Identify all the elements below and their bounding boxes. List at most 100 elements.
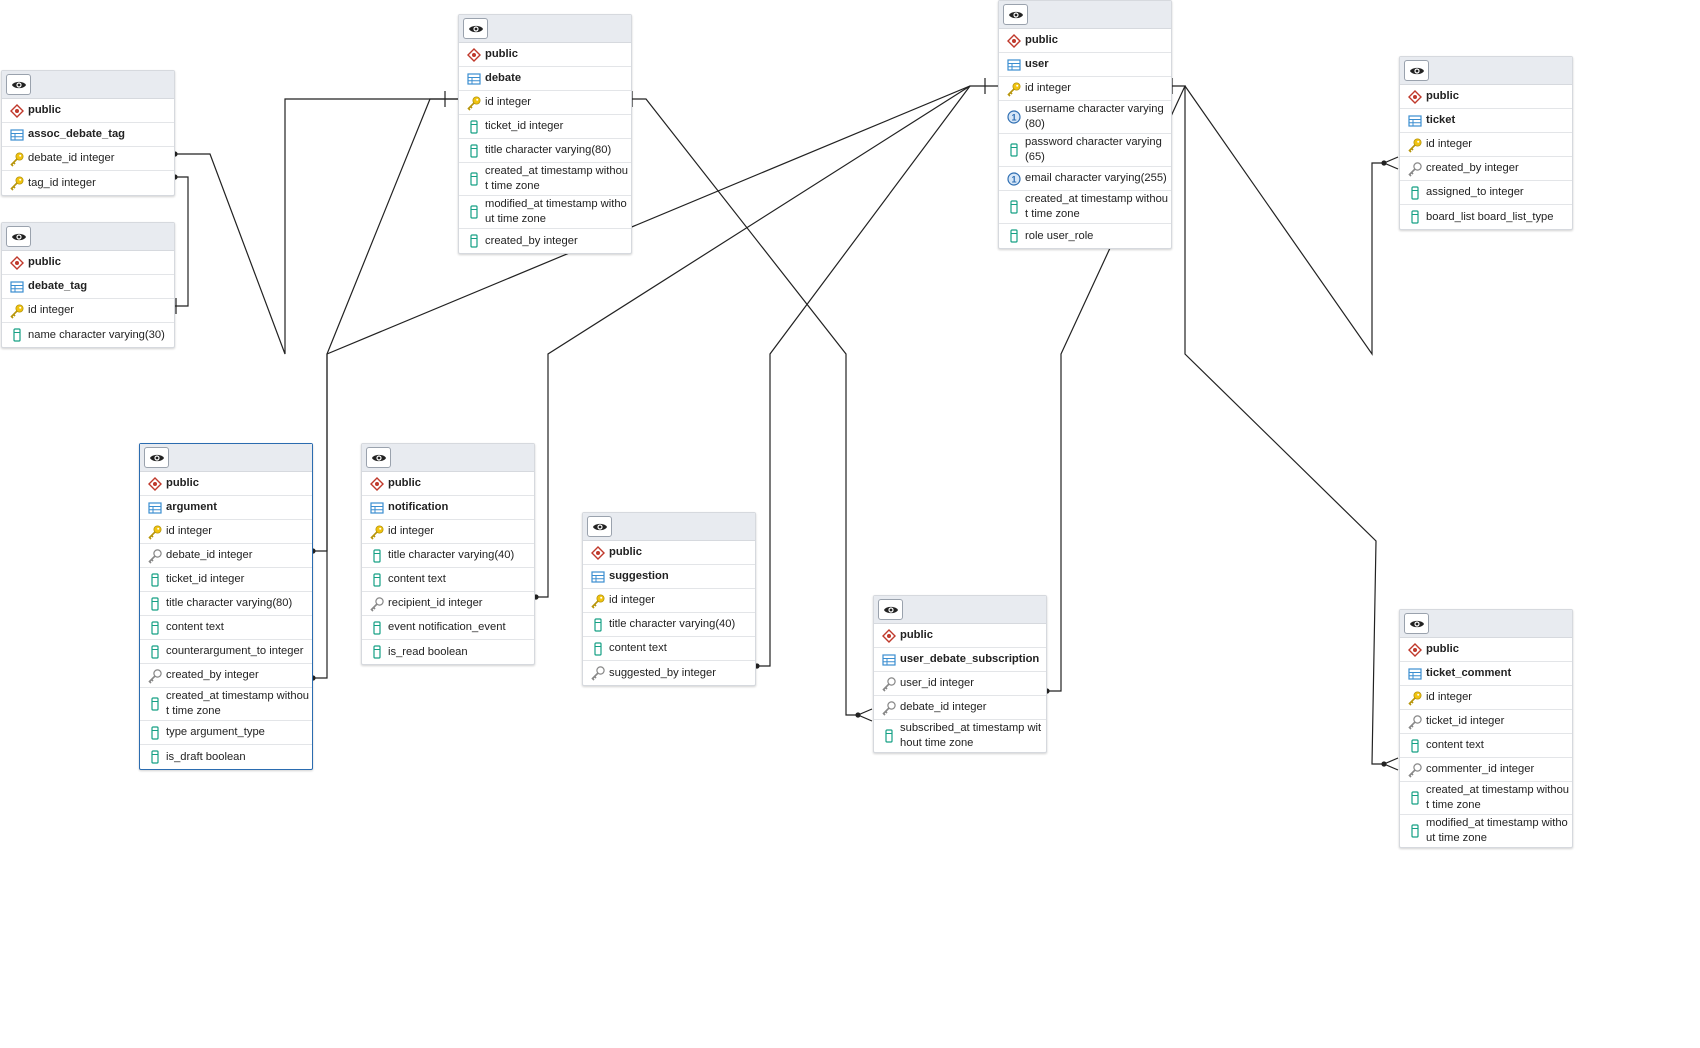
table-name-row[interactable]: notification bbox=[362, 496, 534, 520]
column-row[interactable]: created_by integer bbox=[459, 229, 631, 253]
column-row[interactable]: user_id integer bbox=[874, 672, 1046, 696]
column-row[interactable]: event notification_event bbox=[362, 616, 534, 640]
eye-icon[interactable] bbox=[6, 74, 31, 95]
column-icon bbox=[147, 620, 163, 636]
column-row[interactable]: content text bbox=[583, 637, 755, 661]
table-header bbox=[999, 1, 1171, 29]
column-row[interactable]: role user_role bbox=[999, 224, 1171, 248]
eye-icon[interactable] bbox=[1003, 4, 1028, 25]
column-row[interactable]: id integer bbox=[999, 77, 1171, 101]
column-row[interactable]: board_list board_list_type bbox=[1400, 205, 1572, 229]
column-row-label: is_read boolean bbox=[388, 645, 468, 658]
column-row[interactable]: title character varying(40) bbox=[583, 613, 755, 637]
column-row[interactable]: commenter_id integer bbox=[1400, 758, 1572, 782]
column-row[interactable]: subscribed_at timestamp without time zon… bbox=[874, 720, 1046, 752]
column-row[interactable]: created_at timestamp without time zone bbox=[459, 163, 631, 196]
column-row[interactable]: id integer bbox=[2, 299, 174, 323]
table-name-row[interactable]: ticket_comment bbox=[1400, 662, 1572, 686]
eye-icon[interactable] bbox=[366, 447, 391, 468]
eye-icon[interactable] bbox=[587, 516, 612, 537]
column-row[interactable]: content text bbox=[362, 568, 534, 592]
table-name-row[interactable]: debate bbox=[459, 67, 631, 91]
eye-icon[interactable] bbox=[144, 447, 169, 468]
column-row[interactable]: debate_id integer bbox=[874, 696, 1046, 720]
table-name-row[interactable]: ticket bbox=[1400, 109, 1572, 133]
column-row[interactable]: ticket_id integer bbox=[459, 115, 631, 139]
table-name-row[interactable]: debate_tag bbox=[2, 275, 174, 299]
eye-icon[interactable] bbox=[878, 599, 903, 620]
column-row[interactable]: assigned_to integer bbox=[1400, 181, 1572, 205]
column-row[interactable]: created_at timestamp without time zone bbox=[1400, 782, 1572, 815]
eye-icon[interactable] bbox=[1404, 613, 1429, 634]
schema-row[interactable]: public bbox=[583, 541, 755, 565]
column-row[interactable]: created_at timestamp without time zone bbox=[999, 191, 1171, 224]
schema-row[interactable]: public bbox=[2, 99, 174, 123]
schema-row-label: public bbox=[1025, 34, 1058, 46]
schema-row[interactable]: public bbox=[1400, 85, 1572, 109]
column-row[interactable]: title character varying(80) bbox=[140, 592, 312, 616]
schema-row[interactable]: public bbox=[362, 472, 534, 496]
column-row[interactable]: created_by integer bbox=[1400, 157, 1572, 181]
column-row[interactable]: password character varying(65) bbox=[999, 134, 1171, 167]
column-row[interactable]: id integer bbox=[459, 91, 631, 115]
column-row[interactable]: name character varying(30) bbox=[2, 323, 174, 347]
column-row[interactable]: debate_id integer bbox=[140, 544, 312, 568]
primary-key-icon bbox=[369, 524, 385, 540]
schema-row[interactable]: public bbox=[874, 624, 1046, 648]
table-name-row[interactable]: argument bbox=[140, 496, 312, 520]
column-row[interactable]: title character varying(40) bbox=[362, 544, 534, 568]
column-row[interactable]: modified_at timestamp without time zone bbox=[1400, 815, 1572, 847]
column-row[interactable]: is_draft boolean bbox=[140, 745, 312, 769]
column-row[interactable]: created_at timestamp without time zone bbox=[140, 688, 312, 721]
column-row[interactable]: id integer bbox=[140, 520, 312, 544]
column-row[interactable]: content text bbox=[140, 616, 312, 640]
column-row[interactable]: title character varying(80) bbox=[459, 139, 631, 163]
column-row[interactable]: counterargument_to integer bbox=[140, 640, 312, 664]
column-row[interactable]: type argument_type bbox=[140, 721, 312, 745]
column-row[interactable]: id integer bbox=[362, 520, 534, 544]
column-row[interactable]: debate_id integer bbox=[2, 147, 174, 171]
table-name-row[interactable]: user bbox=[999, 53, 1171, 77]
column-row[interactable]: created_by integer bbox=[140, 664, 312, 688]
foreign-key-icon bbox=[1407, 714, 1423, 730]
eye-icon[interactable] bbox=[6, 226, 31, 247]
schema-icon bbox=[1407, 642, 1423, 658]
eye-icon[interactable] bbox=[1404, 60, 1429, 81]
column-row[interactable]: id integer bbox=[583, 589, 755, 613]
table-name-row-label: ticket_comment bbox=[1426, 667, 1512, 679]
column-row[interactable]: recipient_id integer bbox=[362, 592, 534, 616]
relation-line bbox=[757, 85, 971, 667]
column-row[interactable]: is_read boolean bbox=[362, 640, 534, 664]
column-row[interactable]: ticket_id integer bbox=[140, 568, 312, 592]
eye-icon[interactable] bbox=[463, 18, 488, 39]
schema-row[interactable]: public bbox=[2, 251, 174, 275]
table-name-row[interactable]: assoc_debate_tag bbox=[2, 123, 174, 147]
schema-row[interactable]: public bbox=[459, 43, 631, 67]
column-row[interactable]: tag_id integer bbox=[2, 171, 174, 195]
column-row-label: content text bbox=[388, 573, 446, 585]
schema-row[interactable]: public bbox=[999, 29, 1171, 53]
column-row[interactable]: suggested_by integer bbox=[583, 661, 755, 685]
column-row[interactable]: id integer bbox=[1400, 133, 1572, 157]
schema-row[interactable]: public bbox=[1400, 638, 1572, 662]
table-name-row[interactable]: suggestion bbox=[583, 565, 755, 589]
column-row[interactable]: id integer bbox=[1400, 686, 1572, 710]
schema-row[interactable]: public bbox=[140, 472, 312, 496]
table-name-row[interactable]: user_debate_subscription bbox=[874, 648, 1046, 672]
column-row[interactable]: content text bbox=[1400, 734, 1572, 758]
column-row[interactable]: modified_at timestamp without time zone bbox=[459, 196, 631, 229]
schema-icon bbox=[881, 628, 897, 644]
column-row[interactable]: ticket_id integer bbox=[1400, 710, 1572, 734]
